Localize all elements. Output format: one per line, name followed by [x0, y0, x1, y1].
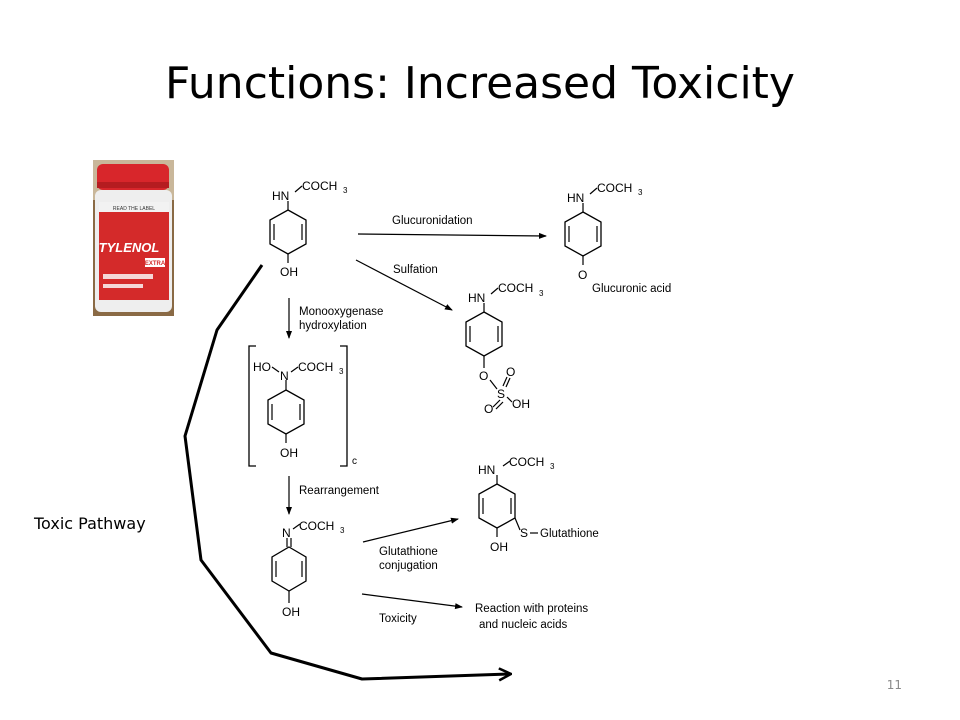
- acetaminophen-structure: HN COCH 3 OH: [269, 179, 348, 279]
- atom-label: HO: [253, 360, 271, 374]
- glucuronide-structure: HN COCH 3 O Glucuronic acid: [564, 181, 671, 295]
- atom-label: O: [479, 369, 488, 383]
- proteins-label-1: Reaction with proteins: [475, 603, 588, 615]
- atom-label: O: [484, 402, 493, 416]
- sulfation-label: Sulfation: [393, 264, 438, 276]
- atom-label: O: [506, 365, 515, 379]
- glutathione-conjugation-arrow: [362, 517, 459, 543]
- glucuronidation-label: Glucuronidation: [392, 215, 473, 227]
- atom-label: COCH: [597, 181, 632, 195]
- glutathione-conjugation-label-2: conjugation: [379, 560, 438, 572]
- glutathione-conjugate-structure: HN COCH 3 OH S Glutathione: [478, 455, 599, 554]
- glutathione-conjugation-label-1: Glutathione: [379, 546, 438, 558]
- toxicity-arrow: [361, 593, 463, 610]
- atom-label: c: [352, 456, 357, 467]
- atom-label: 3: [539, 289, 544, 298]
- atom-label: OH: [280, 446, 298, 460]
- atom-label: HN: [468, 291, 485, 305]
- napqi-structure: N COCH 3 OH: [271, 519, 345, 619]
- atom-label: HN: [567, 191, 584, 205]
- atom-label: OH: [280, 265, 298, 279]
- bottle-brand: TYLENOL: [99, 240, 160, 255]
- bottle-top-band: READ THE LABEL: [113, 206, 155, 212]
- atom-label: OH: [512, 397, 530, 411]
- atom-label: 3: [343, 186, 348, 195]
- atom-label: COCH: [298, 360, 333, 374]
- atom-label: HN: [272, 189, 289, 203]
- atom-label: N: [282, 526, 291, 540]
- atom-label: OH: [490, 540, 508, 554]
- glutathione-label: Glutathione: [540, 528, 599, 540]
- sulfation-arrow: [355, 259, 453, 311]
- atom-label: COCH: [509, 455, 544, 469]
- toxicity-label: Toxicity: [379, 613, 417, 625]
- n-hydroxy-intermediate-structure: c HO N COCH 3 OH: [248, 345, 357, 467]
- atom-label: 3: [638, 188, 643, 197]
- toxic-pathway-arrow: [183, 264, 510, 679]
- glucuronidation-arrow: [357, 232, 547, 239]
- atom-label: 3: [550, 462, 555, 471]
- slide-title: Functions: Increased Toxicity: [165, 58, 795, 109]
- atom-label: 3: [340, 526, 345, 535]
- atom-label: S: [520, 526, 528, 540]
- atom-label: 3: [339, 367, 344, 376]
- atom-label: O: [578, 268, 587, 282]
- bottle-label: [99, 202, 169, 300]
- toxic-pathway-label: Toxic Pathway: [34, 514, 146, 533]
- page-number: 11: [886, 678, 902, 692]
- atom-label: COCH: [302, 179, 337, 193]
- rearrangement-label: Rearrangement: [299, 485, 380, 497]
- hydroxylation-label: hydroxylation: [299, 320, 367, 332]
- atom-label: COCH: [299, 519, 334, 533]
- atom-label: COCH: [498, 281, 533, 295]
- atom-label: OH: [282, 605, 300, 619]
- sulfate-structure: HN COCH 3 O S O O OH: [465, 281, 544, 416]
- atom-label: HN: [478, 463, 495, 477]
- monooxygenase-label: Monooxygenase: [299, 306, 383, 318]
- atom-label: S: [497, 387, 505, 401]
- glucuronic-acid-label: Glucuronic acid: [592, 283, 671, 295]
- atom-label: N: [280, 369, 289, 383]
- bottle-strength: EXTRA: [145, 261, 166, 267]
- proteins-label-2: and nucleic acids: [479, 619, 567, 631]
- tylenol-bottle-image: READ THE LABEL TYLENOL EXTRA: [93, 160, 174, 316]
